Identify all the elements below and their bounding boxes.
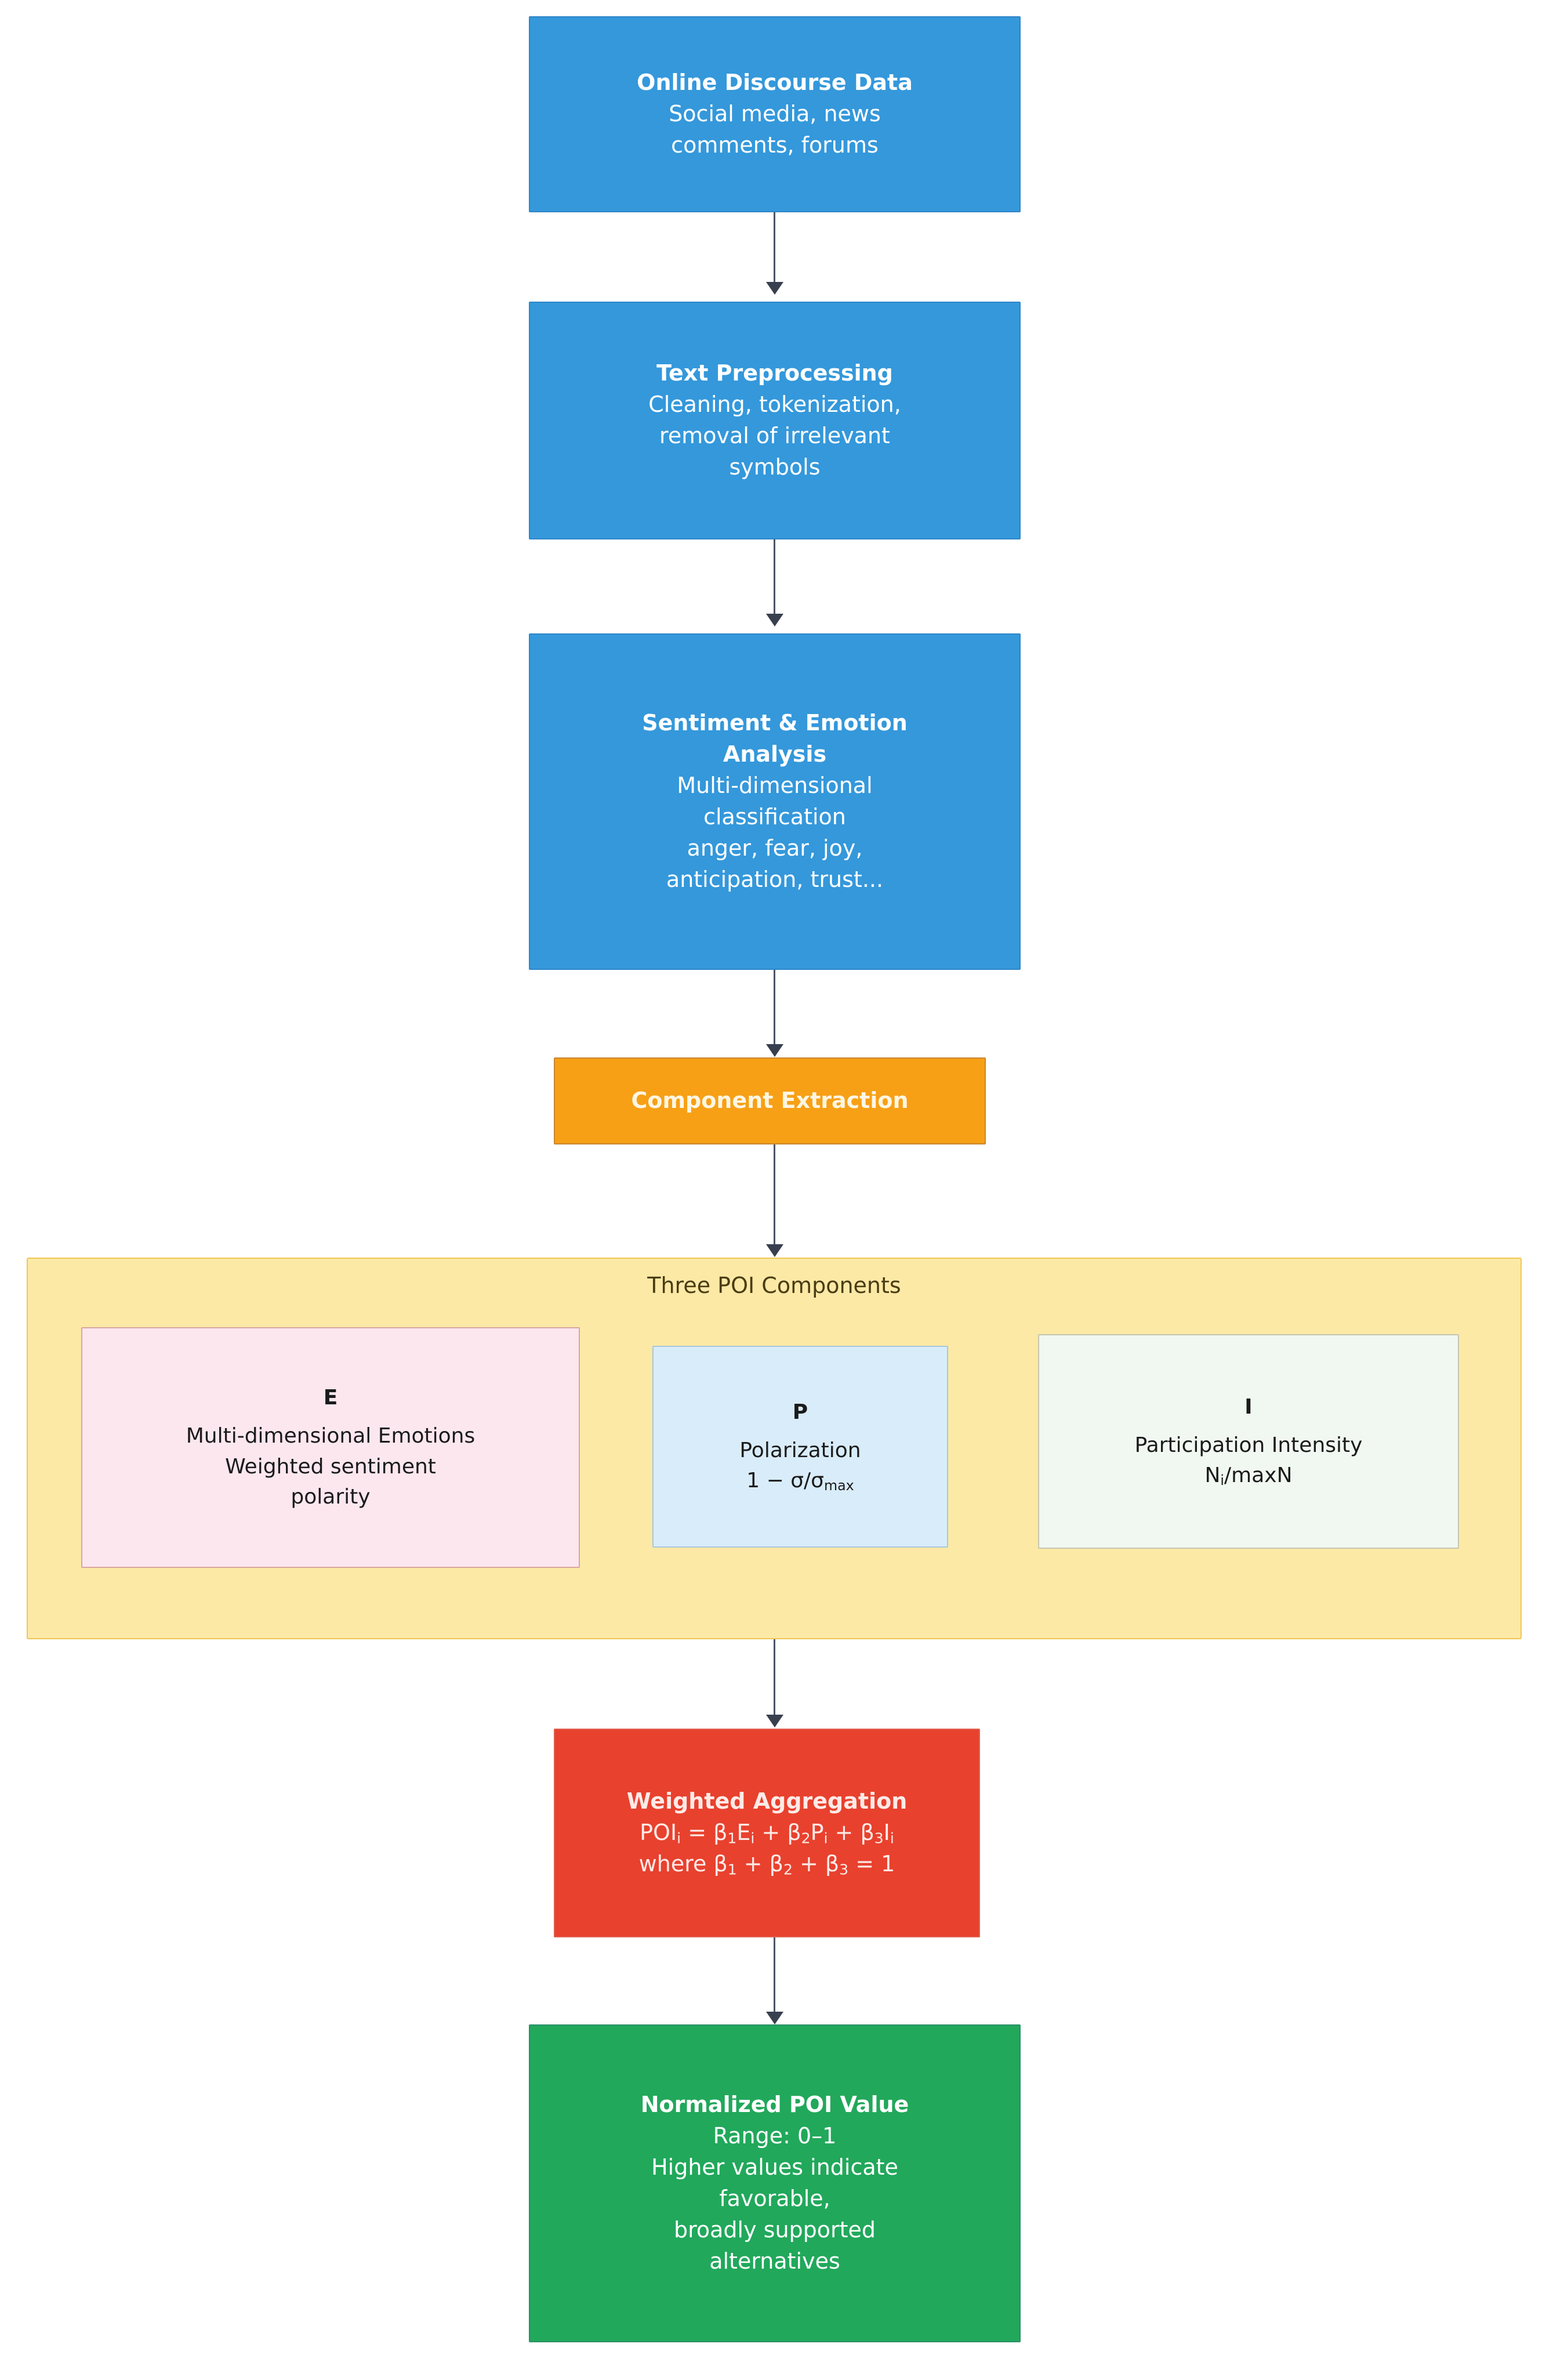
component-card-e-line-1: Multi-dimensional Emotions <box>186 1424 476 1448</box>
node-sentiment-emotion-analysis-line-2: classification <box>703 804 846 829</box>
node-online-discourse-data[interactable]: Online Discourse Data Social media, news… <box>529 16 1021 212</box>
component-card-i-formula: Ni/maxN <box>1204 1463 1293 1489</box>
component-card-i-symbol: I <box>1244 1394 1253 1419</box>
arrowhead-icon-sentiment-to-extraction <box>766 1044 783 1057</box>
node-text-preprocessing-title: Text Preprocessing <box>656 360 893 386</box>
arrowhead-icon-components-to-aggregation <box>766 1715 783 1727</box>
node-normalized-poi-value-line-4: broadly supported <box>673 2216 876 2243</box>
node-sentiment-emotion-analysis-line-1: Multi-dimensional <box>677 773 873 799</box>
node-text-preprocessing-line-3: symbols <box>729 454 821 480</box>
node-online-discourse-data-line-1: Social media, news <box>669 101 881 127</box>
node-normalized-poi-value-line-3: favorable, <box>719 2186 830 2211</box>
node-normalized-poi-value[interactable]: Normalized POI Value Range: 0–1 Higher v… <box>529 2024 1021 2342</box>
node-component-extraction-title: Component Extraction <box>631 1088 909 1114</box>
node-online-discourse-data-line-2: comments, forums <box>671 132 879 158</box>
node-sentiment-emotion-analysis-line-4: anticipation, trust... <box>666 866 884 892</box>
arrowhead-icon-extraction-to-components <box>766 1244 783 1257</box>
arrowhead-icon-aggregation-to-result <box>766 2012 783 2024</box>
arrowhead-icon-discourse-to-preprocessing <box>766 282 783 295</box>
node-weighted-aggregation-formula: POIi = β1Ei + β2Pi + β3Ii <box>640 1819 894 1847</box>
component-card-i-line-1: Participation Intensity <box>1134 1433 1363 1457</box>
node-normalized-poi-value-line-2: Higher values indicate <box>651 2154 898 2180</box>
arrowhead-icon-preprocessing-to-sentiment <box>766 614 783 626</box>
edge-preprocessing-to-sentiment <box>774 539 775 614</box>
node-sentiment-emotion-analysis[interactable]: Sentiment & Emotion Analysis Multi-dimen… <box>529 633 1021 970</box>
node-text-preprocessing[interactable]: Text Preprocessing Cleaning, tokenizatio… <box>529 302 1021 539</box>
node-normalized-poi-value-line-1: Range: 0–1 <box>713 2123 837 2149</box>
node-sentiment-emotion-analysis-title-line-1: Sentiment & Emotion <box>642 710 908 736</box>
component-card-p-symbol: P <box>792 1400 808 1424</box>
component-card-p[interactable]: P Polarization 1 − σ/σmax <box>652 1346 948 1548</box>
component-card-e[interactable]: E Multi-dimensional Emotions Weighted se… <box>81 1327 580 1568</box>
edge-extraction-to-components <box>774 1144 775 1244</box>
component-card-i[interactable]: I Participation Intensity Ni/maxN <box>1038 1334 1459 1549</box>
component-card-e-line-2: Weighted sentiment <box>225 1454 436 1479</box>
subgraph-three-poi-components-label: Three POI Components <box>647 1273 901 1298</box>
node-sentiment-emotion-analysis-line-3: anger, fear, joy, <box>687 835 863 861</box>
component-card-e-symbol: E <box>323 1386 338 1410</box>
edge-components-to-aggregation <box>774 1639 775 1715</box>
node-text-preprocessing-line-2: removal of irrelevant <box>659 423 890 448</box>
edge-aggregation-to-result <box>774 1937 775 2012</box>
node-text-preprocessing-line-1: Cleaning, tokenization, <box>648 392 901 418</box>
node-online-discourse-data-title: Online Discourse Data <box>637 70 913 96</box>
component-card-e-line-3: polarity <box>291 1484 371 1509</box>
component-card-p-line-1: Polarization <box>739 1438 861 1462</box>
node-weighted-aggregation-constraint: where β1 + β2 + β3 = 1 <box>638 1850 895 1878</box>
node-normalized-poi-value-line-5: alternatives <box>709 2248 840 2274</box>
edge-sentiment-to-extraction <box>774 970 775 1045</box>
node-sentiment-emotion-analysis-title-line-2: Analysis <box>723 741 827 767</box>
node-weighted-aggregation[interactable]: Weighted Aggregation POIi = β1Ei + β2Pi … <box>554 1729 980 1937</box>
edge-discourse-to-preprocessing <box>774 212 775 282</box>
node-normalized-poi-value-title: Normalized POI Value <box>640 2092 909 2118</box>
component-card-p-formula: 1 − σ/σmax <box>746 1469 854 1494</box>
node-component-extraction[interactable]: Component Extraction <box>554 1057 986 1144</box>
node-weighted-aggregation-title: Weighted Aggregation <box>626 1788 908 1814</box>
